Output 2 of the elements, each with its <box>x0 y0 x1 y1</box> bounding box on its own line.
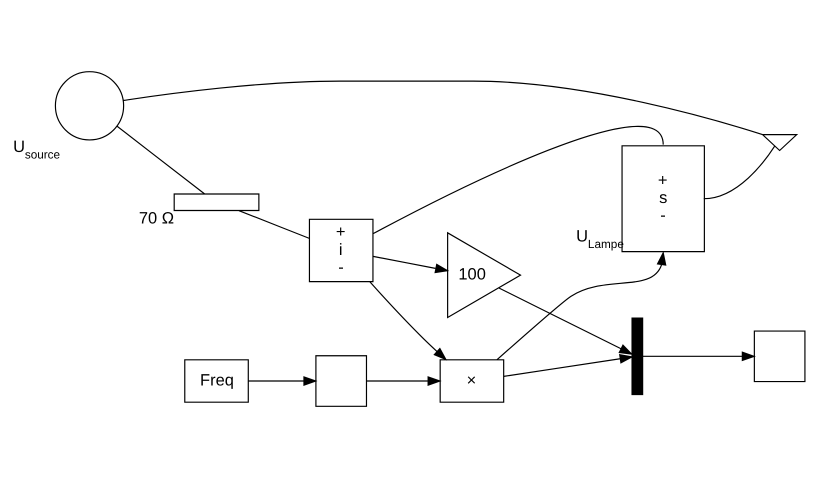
node-label: 70 Ω <box>138 210 174 228</box>
node-label: U$_{source}$ <box>13 138 60 162</box>
